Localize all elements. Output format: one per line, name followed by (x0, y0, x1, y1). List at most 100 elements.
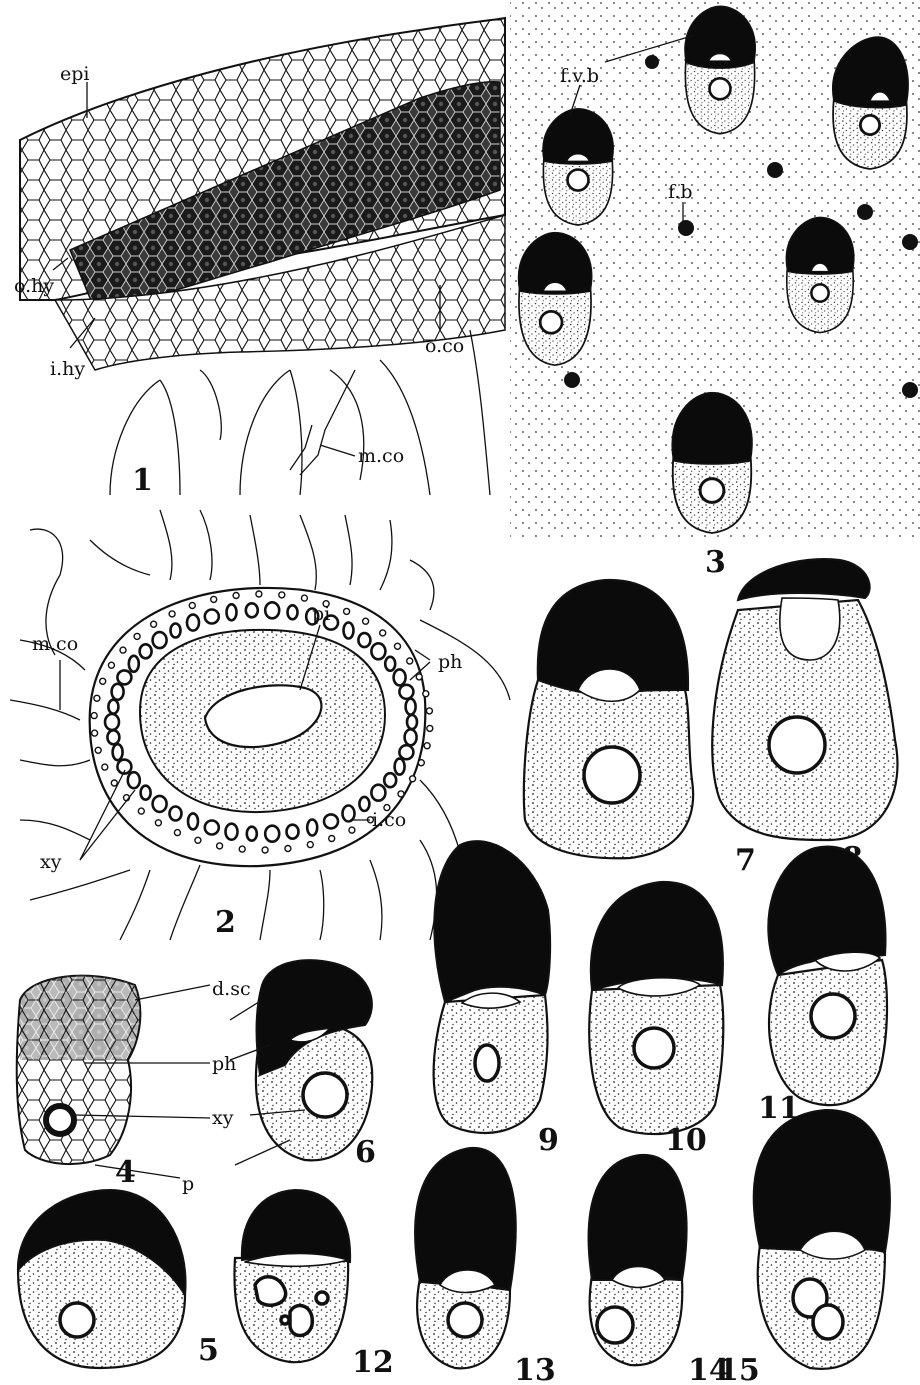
xylem-vessel (246, 603, 258, 617)
figure-14: 14 (589, 1155, 730, 1385)
figure-number-10: 10 (665, 1123, 707, 1158)
figure-number-1: 1 (132, 463, 153, 498)
xylem-vessel (105, 714, 119, 730)
figure-4: d.sc ph xy p 4 (17, 976, 251, 1195)
xylem-vessel (107, 730, 119, 744)
figure-2: pi ph m.co xy i.co 2 (10, 510, 510, 940)
xylem-vessel (371, 785, 385, 801)
xylem-vessel (129, 656, 139, 672)
xylem-vessel (153, 796, 167, 812)
figure-12: 12 (234, 1190, 393, 1380)
phloem-cell (111, 780, 117, 786)
xylem-vessel (112, 684, 124, 700)
xylem-vessel (394, 669, 406, 685)
xylem-vessel (141, 786, 151, 800)
phloem-cell (426, 708, 432, 714)
phloem-cell (380, 630, 386, 636)
phloem-cell (189, 603, 195, 609)
phloem-cell (102, 764, 108, 770)
figure-number-12: 12 (352, 1345, 394, 1380)
xylem-vessel (407, 715, 417, 729)
label-m-co: m.co (358, 445, 404, 467)
figure-15: 15 (718, 1110, 890, 1385)
xylem-vessel (113, 744, 123, 760)
figure-6: 6 (230, 960, 376, 1170)
xylem-vessel (265, 602, 279, 618)
xylem-vessel (170, 807, 182, 821)
phloem-cell (279, 592, 285, 598)
xylem-vessel (358, 633, 370, 647)
figure-number-5: 5 (198, 1333, 219, 1368)
phloem-cell (416, 674, 422, 680)
phloem-cell (407, 658, 413, 664)
label-i-hy: i.hy (50, 358, 85, 380)
phloem-cell (239, 846, 245, 852)
label-epi: epi (60, 63, 89, 85)
phloem-cell (418, 760, 424, 766)
figure-10: 10 (589, 882, 723, 1158)
phloem-cell (211, 596, 217, 602)
label-xy: xy (40, 851, 62, 873)
figure-5: 5 (18, 1190, 219, 1368)
xylem-vessel (359, 797, 369, 811)
figure-number-6: 6 (355, 1135, 376, 1170)
xylem-vessel (227, 604, 237, 620)
figure-3: f.v.b f.b 3 (510, 0, 920, 580)
vessel (46, 1106, 74, 1134)
phloem-cell (195, 837, 201, 843)
xylem-vessel (226, 824, 238, 840)
phloem-cell (423, 691, 429, 697)
figure-number-15: 15 (718, 1353, 760, 1385)
figure-11: 11 (758, 847, 887, 1126)
xylem-vessel (287, 825, 299, 839)
xylem-vessel (140, 644, 152, 658)
phloem-cell (120, 647, 126, 653)
phloem-cell (138, 808, 144, 814)
xylem-vessel (247, 827, 257, 841)
phloem-cell (285, 846, 291, 852)
phloem-cell (395, 643, 401, 649)
figure-number-13: 13 (514, 1353, 556, 1385)
xylem-vessel (324, 814, 338, 828)
phloem-cell (349, 827, 355, 833)
figure-1: epi o.hy i.hy o.co m.co 1 (14, 18, 505, 498)
phloem-cell (256, 591, 262, 597)
label-xy-4: xy (212, 1107, 234, 1129)
xylem-vessel (371, 643, 385, 659)
label-i-co: i.co (372, 809, 406, 831)
xylem-vessel (344, 623, 354, 639)
label-pi: pi (312, 603, 330, 625)
xylem-vessel (406, 699, 416, 715)
xylem-vessel (205, 610, 219, 624)
label-p: p (182, 1173, 194, 1195)
xylem-vessel (399, 685, 413, 699)
xylem-vessel (117, 670, 131, 684)
figure-number-3: 3 (705, 545, 726, 580)
xylem-vessel (205, 821, 219, 835)
phloem-cell (134, 633, 140, 639)
xylem-vessel (187, 615, 199, 631)
figure-number-9: 9 (538, 1123, 559, 1158)
phloem-cell (424, 743, 430, 749)
xylem-vessel (343, 806, 355, 822)
label-ph-4: ph (212, 1053, 236, 1075)
xylem-vessel (399, 745, 413, 759)
figure-number-7: 7 (735, 843, 756, 878)
figure-13: 13 (415, 1148, 556, 1385)
phloem-cell (217, 843, 223, 849)
figure-8: 8 (712, 559, 897, 876)
phloem-cell (344, 608, 350, 614)
phloem-cell (301, 595, 307, 601)
figure-9: 9 (434, 841, 559, 1158)
sclerenchyma-cells (20, 976, 140, 1060)
xylem-vessel (188, 813, 198, 829)
phloem-cell (233, 593, 239, 599)
label-ph: ph (438, 651, 462, 673)
label-f-v-b: f.v.b (560, 65, 599, 87)
xylem-vessel (307, 820, 317, 836)
phloem-cell (307, 842, 313, 848)
phloem-cell (410, 776, 416, 782)
phloem-cell (155, 820, 161, 826)
phloem-cell (151, 621, 157, 627)
